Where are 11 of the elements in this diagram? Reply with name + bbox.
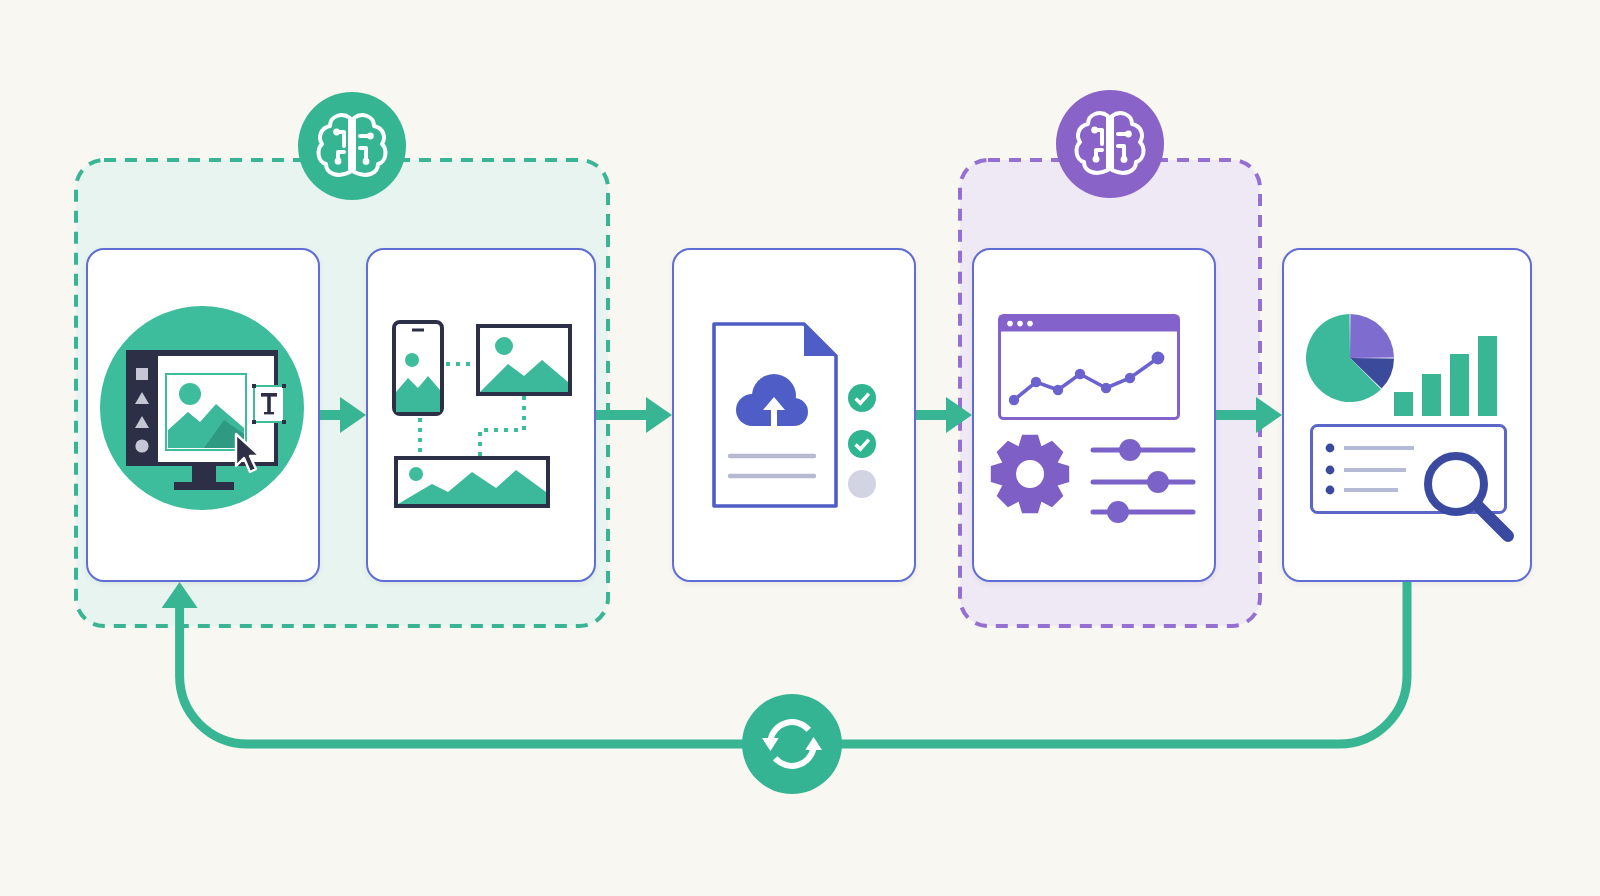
step-card <box>366 248 596 582</box>
loop-arrow <box>161 582 1412 749</box>
dashed-group-panel <box>958 158 1262 628</box>
arrow <box>1216 397 1282 433</box>
step-card <box>672 248 916 582</box>
dashed-group-panel <box>74 158 610 628</box>
step-card <box>1282 248 1532 582</box>
arrow <box>320 397 366 433</box>
step-card <box>972 248 1216 582</box>
arrow <box>596 397 672 433</box>
step-card <box>86 248 320 582</box>
